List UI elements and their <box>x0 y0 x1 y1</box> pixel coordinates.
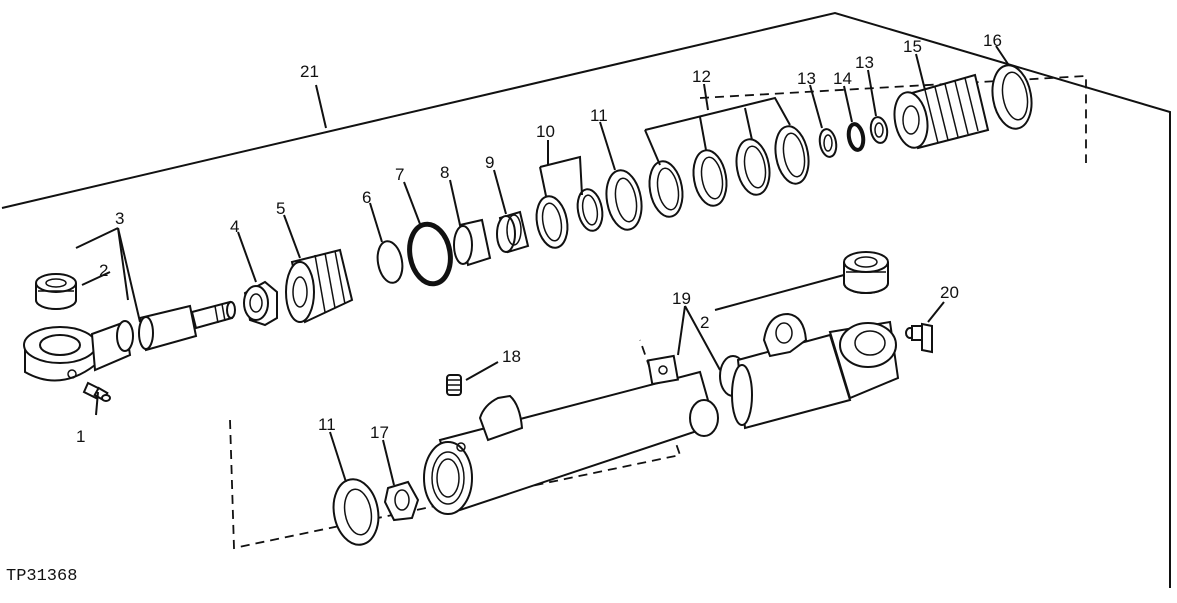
callout-2-right: 2 <box>700 313 709 332</box>
callout-18: 18 <box>502 347 521 366</box>
seal-9 <box>496 210 530 254</box>
cylinder-barrel <box>423 354 719 515</box>
callout-21: 21 <box>300 62 319 81</box>
set-screw-18 <box>446 374 462 396</box>
callout-20: 20 <box>940 283 959 302</box>
callout-12: 12 <box>692 67 711 86</box>
callout-9: 9 <box>485 153 494 172</box>
piston-rod <box>23 300 236 382</box>
ring-14 <box>846 122 866 152</box>
leader-lines <box>75 45 1009 486</box>
callout-13-a: 13 <box>797 69 816 88</box>
callout-labels: 1 2 2 3 4 5 6 7 8 9 10 11 11 12 13 14 13… <box>76 31 1002 446</box>
callout-8: 8 <box>440 163 449 182</box>
rod-guide <box>285 248 354 324</box>
grease-fitting-right <box>905 322 933 354</box>
ring-11-upper <box>605 169 643 231</box>
grease-fitting-left <box>82 381 111 402</box>
callout-4: 4 <box>230 217 239 236</box>
ring-10-pair <box>535 188 604 249</box>
ring-17 <box>383 480 420 522</box>
callout-15: 15 <box>903 37 922 56</box>
wiper-8 <box>453 218 492 267</box>
callout-16: 16 <box>983 31 1002 50</box>
kit-outline <box>1 11 1171 588</box>
seal-7 <box>407 221 453 287</box>
ring-11-lower <box>332 478 380 546</box>
piston-15 <box>893 73 990 150</box>
bushing-right <box>843 251 889 294</box>
callout-19: 19 <box>672 289 691 308</box>
rod-nut <box>243 280 278 327</box>
callout-10: 10 <box>536 122 555 141</box>
ring-13a <box>818 128 838 158</box>
piston-assembly-dashed-boundary <box>699 75 1087 163</box>
callout-2-left: 2 <box>99 261 108 280</box>
callout-7: 7 <box>395 165 404 184</box>
callout-11-upper: 11 <box>590 106 608 125</box>
ring-13b-inner <box>874 122 884 138</box>
bushing-left <box>35 273 77 310</box>
callout-1: 1 <box>76 427 85 446</box>
callout-14: 14 <box>833 69 852 88</box>
piston-ring-set-12 <box>648 125 810 218</box>
callout-3: 3 <box>115 209 124 228</box>
ring-6 <box>376 240 404 284</box>
callout-6: 6 <box>362 188 371 207</box>
cylinder-base-clevis <box>719 312 900 430</box>
ring-13b <box>869 116 889 144</box>
barrel-assembly-dashed-boundary <box>229 339 682 550</box>
figure-id: TP31368 <box>6 567 77 586</box>
callout-17: 17 <box>370 423 389 442</box>
ring-13a-inner <box>823 134 833 152</box>
callout-13-b: 13 <box>855 53 874 72</box>
ring-16 <box>991 64 1033 130</box>
callout-11-lower: 11 <box>318 415 336 434</box>
callout-5: 5 <box>276 199 285 218</box>
